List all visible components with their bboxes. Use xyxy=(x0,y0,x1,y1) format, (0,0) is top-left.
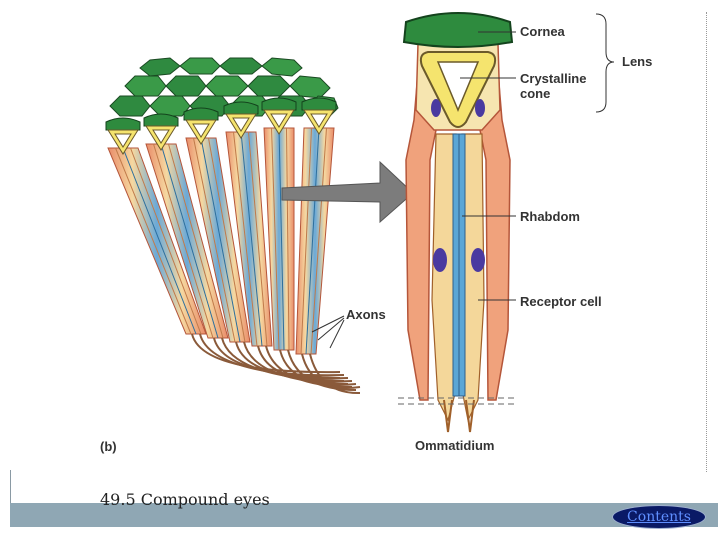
ommatidia-bundle xyxy=(105,57,361,395)
crystalline-cone-label-line1: Crystalline xyxy=(520,71,587,86)
cornea-shape xyxy=(402,12,514,48)
receptor-cell-label: Receptor cell xyxy=(520,294,602,309)
receptor-cell-left xyxy=(431,133,457,422)
axon-fiber xyxy=(199,333,341,379)
ommatidium-tube xyxy=(107,147,207,335)
ommatidium-tube xyxy=(145,143,229,339)
ommatidium-tube xyxy=(185,137,251,343)
slide-left-rule xyxy=(10,470,11,527)
rhabdom-label: Rhabdom xyxy=(520,209,580,224)
magnify-arrow xyxy=(281,160,414,224)
leader-lines xyxy=(311,13,615,349)
axon-fiber xyxy=(309,353,361,395)
slide-caption: 49.5 Compound eyes xyxy=(100,490,270,509)
axon-fiber xyxy=(221,337,345,382)
caption-bar xyxy=(10,503,718,527)
axon-fiber xyxy=(301,353,361,389)
ommatidium-head xyxy=(105,117,141,155)
lens-label: Lens xyxy=(622,54,653,69)
slide-edge-guide xyxy=(690,12,707,472)
axon-fiber xyxy=(257,345,353,383)
axon-fiber xyxy=(243,341,349,385)
receptor-nucleus xyxy=(471,248,485,272)
axon-fiber xyxy=(287,349,357,391)
ommatidium-head xyxy=(183,107,219,145)
ommatidium-head xyxy=(223,101,259,139)
axon-fiber xyxy=(235,341,349,380)
axons-label: Axons xyxy=(346,307,386,322)
ommatidium-head xyxy=(143,113,179,151)
ommatidium-detail xyxy=(398,12,518,433)
ommatidium-label: Ommatidium xyxy=(415,438,495,453)
receptor-nucleus xyxy=(433,248,447,272)
ommatidium-tube xyxy=(263,127,295,351)
contents-button[interactable]: Contents xyxy=(612,505,706,529)
ommatidium-tube xyxy=(225,131,273,347)
cornea-label: Cornea xyxy=(520,24,565,39)
ommatidium-head xyxy=(261,97,297,135)
ommatidium-head xyxy=(301,97,337,135)
ommatidium-tube xyxy=(295,127,335,355)
axon-fiber xyxy=(279,349,357,386)
corneal-facets xyxy=(109,57,339,117)
crystalline-cone-label-line2: cone xyxy=(520,86,551,101)
panel-label: (b) xyxy=(100,439,117,454)
